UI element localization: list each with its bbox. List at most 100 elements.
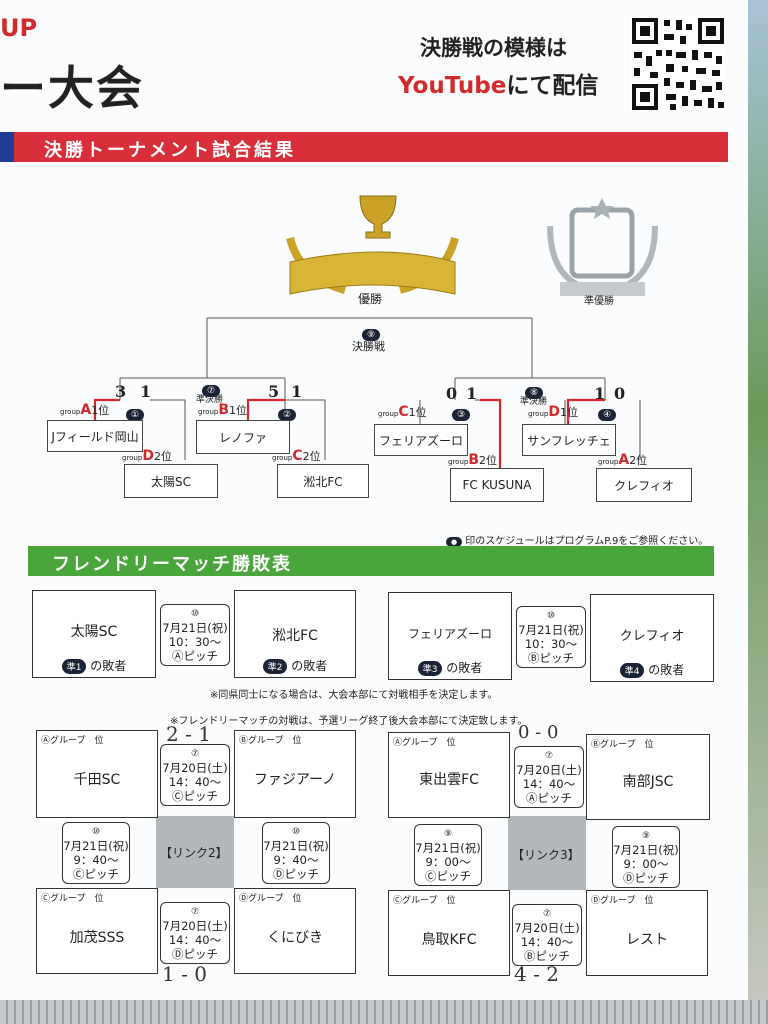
friendly-team-box[interactable]: Ⓑグループ 位 ファジアーノ [234,730,356,818]
link2-label: 【リンク2】 [160,846,228,860]
friendly-banner: フレンドリーマッチ勝敗表 [28,546,714,576]
match4-score-left: 1 [594,384,606,403]
match2-badge-text: ② [278,409,297,421]
group-letter: Ⓑ [591,740,601,750]
team-box[interactable]: フェリアズーロ [374,424,468,456]
match3-top-place: groupC1位 [378,404,427,420]
friendly-note-1: ※同県同士になる場合は、大会本部にて対戦相手を決定します。 [210,690,498,701]
schedule-box: ⑦ 7月20日(土) 14：40～ Ⓒピッチ [160,744,230,806]
group-prefix: group [528,410,549,418]
group-caption: Ⓐグループ 位 [393,735,456,748]
sched-time: 10：30～ [168,635,222,649]
place-word: 位 [644,896,654,906]
loser-badge: 準4 [619,663,645,678]
friendly-team-box[interactable]: フェリアズーロ 準3 の敗者 [388,592,512,680]
friendly-team-box[interactable]: Ⓒグループ 位 加茂SSS [36,888,158,974]
qr-code-icon[interactable] [630,16,726,112]
friendly-team-box[interactable]: 淞北FC 準2 の敗者 [234,590,356,678]
group-caption: Ⓒグループ 位 [41,891,104,904]
group-word: グループ [402,738,438,748]
group-letter: C [398,404,409,420]
team-box[interactable]: サンフレッチェ [522,424,616,456]
sched-pitch: Ⓓピッチ [172,947,218,961]
sched-pitch: Ⓐピッチ [526,791,572,805]
semi1-badge-text: ⑦ [202,385,221,397]
friendly-team-box[interactable]: 太陽SC 準1 の敗者 [32,590,156,678]
link2-center [156,816,234,888]
semi2-badge-text: ⑧ [525,387,544,399]
friendly-team-box[interactable]: Ⓒグループ 位 鳥取KFC [388,890,510,976]
group-letter: C [292,448,303,464]
place-word: 位 [644,740,654,750]
group-word: グループ [50,894,86,904]
sched-date: 7月21日(祝) [63,839,129,853]
match1-top-place: groupA1位 [60,402,109,418]
team-box[interactable]: 淞北FC [277,464,369,498]
sched-num: ⑦ [190,749,200,759]
team-name: 鳥取KFC [421,932,477,948]
sched-date: 7月20日(土) [162,919,228,933]
schedule-note: ● 印のスケジュールはプログラムP.9をご参照ください。 [446,532,708,547]
sched-num: ⑨ [641,831,651,841]
group-prefix: group [378,410,399,418]
schedule-box: ⑩ 7月21日(祝) 9：40～ Ⓓピッチ [262,822,330,884]
sched-pitch: Ⓒピッチ [172,789,218,803]
final-badge-text: ⑨ [362,329,381,341]
loser-text: の敗者 [90,659,127,673]
sched-time: 14：40～ [520,935,574,949]
link3-label: 【リンク3】 [512,848,580,862]
group-letter: D [142,448,154,464]
group-word: グループ [600,740,636,750]
group-prefix: group [198,408,219,416]
youtube-rest: にて配信 [506,73,599,99]
place-text: 1位 [559,406,578,419]
group-word: グループ [402,896,438,906]
friendly-team-box[interactable]: Ⓓグループ 位 くにびき [234,888,356,974]
schedule-box: ⑦ 7月20日(土) 14：40～ Ⓐピッチ [514,746,584,808]
sched-pitch: Ⓓピッチ [273,867,319,881]
sched-num: ⑨ [443,829,453,839]
team-name: 東出雲FC [419,772,479,788]
friendly-team-box[interactable]: Ⓐグループ 位 東出雲FC [388,732,510,818]
group-prefix: group [272,454,293,462]
sched-num: ⑩ [91,827,101,837]
place-word: 位 [292,894,302,904]
schedule-box: ⑦ 7月20日(土) 14：40～ Ⓑピッチ [512,904,582,966]
team-name: クレフィオ [619,629,685,644]
friendly-team-box[interactable]: Ⓐグループ 位 千田SC [36,730,158,818]
group-letter: A [80,402,92,418]
match4-badge: ④ [598,402,617,421]
friendly-team-box[interactable]: Ⓑグループ 位 南部JSC [586,734,710,820]
team-box[interactable]: クレフィオ [596,468,692,502]
team-box[interactable]: FC KUSUNA [450,468,544,502]
sched-pitch: Ⓒピッチ [425,869,471,883]
link3-top-score: 0 - 0 [518,722,559,743]
place-text: 2位 [479,454,498,467]
loser-caption: 準3 の敗者 [389,659,511,676]
group-prefix: group [122,454,143,462]
match4-badge-text: ④ [598,409,617,421]
team-box[interactable]: Jフィールド岡山 [47,420,143,452]
sched-date: 7月20日(土) [516,763,582,777]
team-box[interactable]: レノファ [196,420,290,454]
bracket-lines [93,317,641,475]
match4-score-right: 0 [614,384,626,403]
match1-badge-text: ① [126,409,145,421]
schedule-box: ⑨ 7月21日(祝) 9：00～ Ⓒピッチ [414,824,482,886]
loser-text: の敗者 [291,659,328,673]
sched-pitch: Ⓑピッチ [524,949,570,963]
sched-num: ⑦ [190,907,200,917]
match2-score-left: 5 [268,382,280,401]
note-badge-icon: ● [446,537,463,547]
schedule-box: ⑩ 7月21日(祝) 9：40～ Ⓒピッチ [62,822,130,884]
group-letter: B [468,452,480,468]
group-prefix: group [448,458,469,466]
place-text: 1位 [408,406,427,419]
team-box[interactable]: 太陽SC [124,464,218,498]
friendly-team-box[interactable]: クレフィオ 準4 の敗者 [590,594,714,682]
loser-badge: 準1 [61,659,87,674]
loser-caption: 準1 の敗者 [33,657,155,674]
team-name: 太陽SC [70,624,118,640]
group-caption: Ⓑグループ 位 [239,733,302,746]
friendly-team-box[interactable]: Ⓓグループ 位 レスト [586,890,708,976]
